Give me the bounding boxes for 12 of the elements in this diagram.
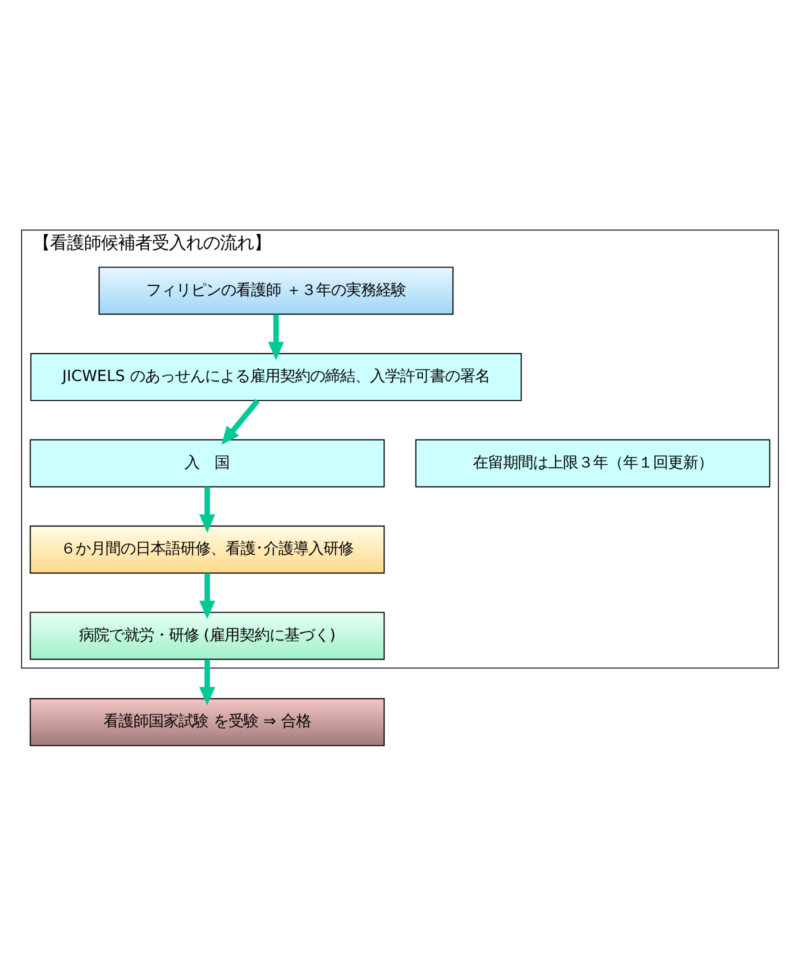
arrow	[268, 314, 284, 360]
arrow	[199, 486, 216, 533]
node-box: フィリピンの看護師 ＋３年の実務経験	[98, 266, 454, 315]
arrow	[199, 573, 216, 619]
node-box: 在留期間は上限３年（年１回更新）	[415, 439, 770, 488]
node-box: 病院で就労・研修 (雇用契約に基づく)	[30, 612, 385, 660]
arrow	[199, 660, 216, 706]
node-box: 看護師国家試験 を受験 ⇒ 合格	[30, 698, 385, 746]
arrow	[221, 398, 260, 445]
node-box: JICWELS のあっせんによる雇用契約の締結、入学許可書の署名	[30, 352, 522, 402]
node-box: 入 国	[30, 439, 385, 488]
node-box: ６か月間の日本語研修、看護･介護導入研修	[30, 526, 385, 574]
